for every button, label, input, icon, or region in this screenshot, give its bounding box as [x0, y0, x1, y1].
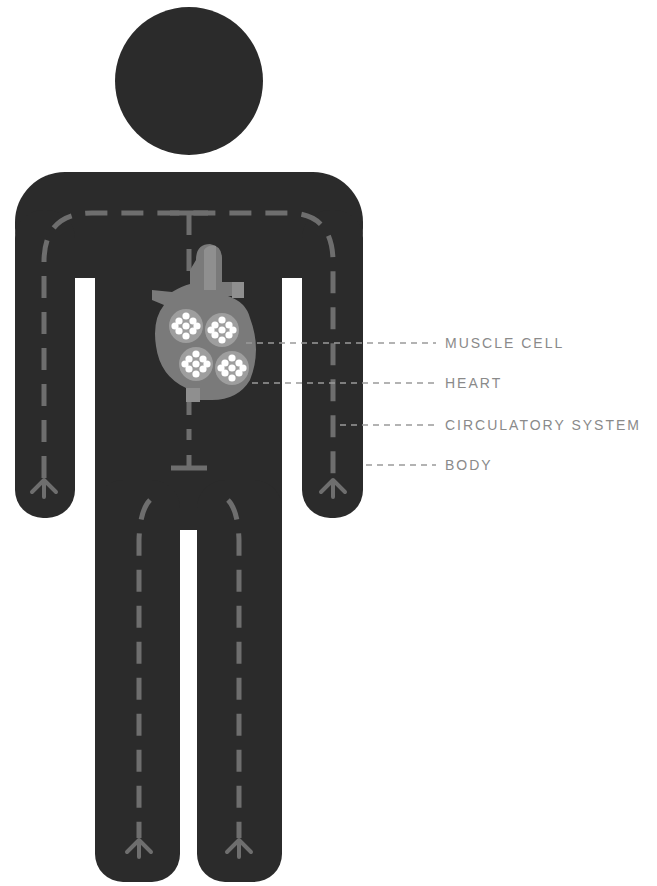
heart-illustration	[152, 244, 256, 402]
fibre-dot	[228, 354, 235, 361]
part-label: CIRCULATORY SYSTEM	[445, 416, 641, 434]
part-label: BODY	[445, 456, 493, 474]
fibre-dot	[228, 374, 235, 381]
fibre-dot	[239, 364, 246, 371]
part-label: HEART	[445, 374, 502, 392]
circulation-lines	[32, 213, 345, 857]
body-silhouette	[15, 7, 363, 882]
muscle-cell-fibres	[171, 312, 246, 381]
fibre-dot	[218, 316, 225, 323]
leader-lines	[246, 343, 436, 465]
fibre-dot	[182, 322, 189, 329]
fibre-dot	[203, 360, 210, 367]
fibre-dot	[192, 360, 199, 367]
fibre-dot	[181, 360, 188, 367]
fibre-dot	[192, 350, 199, 357]
fibre-dot	[229, 326, 236, 333]
part-label: MUSCLE CELL	[445, 334, 564, 352]
fibre-dot	[207, 326, 214, 333]
fibre-dot	[182, 332, 189, 339]
fibre-dot	[192, 370, 199, 377]
fibre-dot	[218, 326, 225, 333]
fibre-dot	[193, 322, 200, 329]
fibre-dot	[182, 312, 189, 319]
fibre-dot	[218, 336, 225, 343]
fibre-dot	[171, 322, 178, 329]
fibre-dot	[217, 364, 224, 371]
fibre-dot	[228, 364, 235, 371]
